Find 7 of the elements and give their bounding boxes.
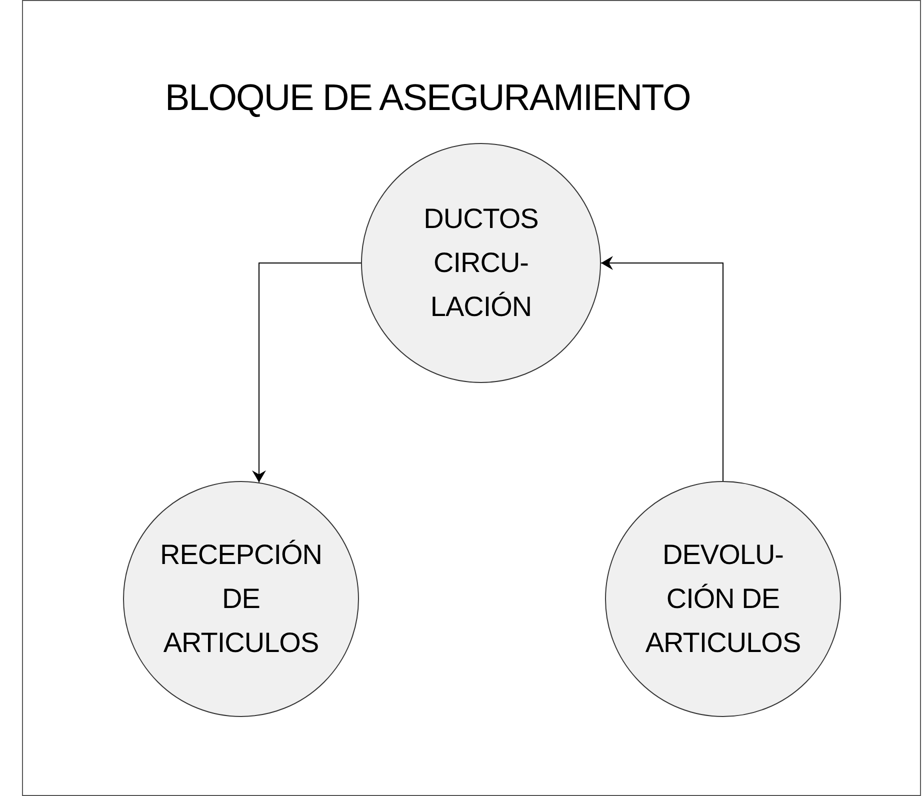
frame-box bbox=[22, 0, 921, 796]
node-label: RECEPCIÓN DE ARTICULOS bbox=[159, 538, 323, 660]
arrow bbox=[600, 256, 724, 482]
node-label: DEVOLU- CIÓN DE ARTICULOS bbox=[644, 538, 802, 660]
arrow bbox=[252, 262, 362, 483]
frame-title: BLOQUE DE ASEGURAMIENTO bbox=[165, 76, 690, 120]
node-label: DUCTOS CIRCU- LACIÓN bbox=[422, 202, 540, 324]
